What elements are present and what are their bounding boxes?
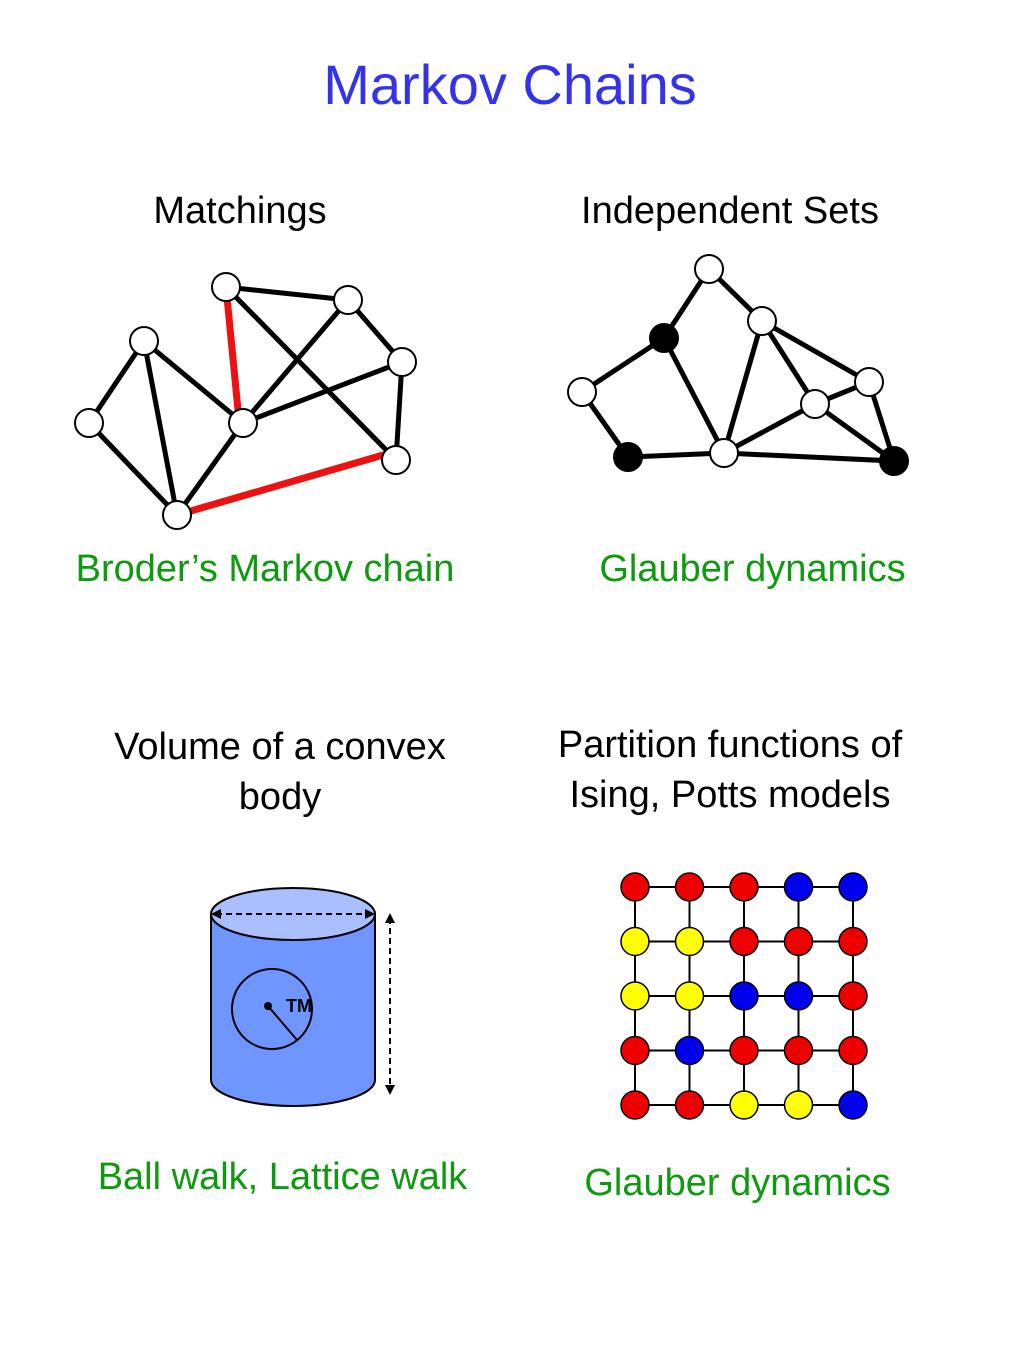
matchings-heading: Matchings bbox=[153, 190, 327, 232]
lattice-spin-yellow bbox=[729, 1090, 759, 1120]
selected-vertex bbox=[649, 323, 679, 353]
volume-method: Ball walk, Lattice walk bbox=[97, 1156, 468, 1198]
graph-vertex bbox=[74, 408, 104, 438]
graph-vertex bbox=[854, 367, 884, 397]
volume-heading: Volume of a convex body bbox=[60, 722, 500, 822]
graph-edge bbox=[759, 318, 872, 385]
graph-edge bbox=[86, 420, 180, 518]
independent-set-graph bbox=[567, 254, 909, 476]
graph-edge bbox=[721, 401, 818, 456]
graph-edge bbox=[721, 450, 897, 464]
lattice-spin-red bbox=[674, 1090, 705, 1120]
graph-edge bbox=[240, 297, 351, 426]
graph-vertex bbox=[747, 306, 777, 336]
independent-sets-method: Glauber dynamics bbox=[599, 548, 906, 590]
graph-vertex bbox=[567, 377, 597, 407]
graph-edge bbox=[579, 335, 667, 395]
graph-vertex bbox=[694, 254, 724, 284]
lattice-spin-yellow bbox=[620, 926, 650, 957]
graph-vertex bbox=[211, 272, 241, 302]
lattice-spin-blue bbox=[783, 981, 814, 1011]
graph-edge bbox=[812, 401, 897, 464]
graph-edge bbox=[393, 359, 405, 463]
partition-heading: Partition functions of Ising, Potts mode… bbox=[510, 720, 950, 820]
ball-center bbox=[264, 1002, 272, 1010]
lattice-spin-red bbox=[620, 1035, 650, 1066]
independent-sets-heading: Independent Sets bbox=[581, 190, 879, 232]
graph-vertex bbox=[381, 445, 411, 475]
volume-heading-line1: Volume of a convex bbox=[114, 726, 446, 768]
lattice-spin-red bbox=[838, 1035, 868, 1066]
graph-edge bbox=[223, 284, 351, 303]
graph-edge bbox=[174, 420, 246, 518]
graph-vertex bbox=[228, 408, 258, 438]
lattice-spin-red bbox=[783, 926, 814, 957]
graph-edge bbox=[759, 318, 818, 407]
lattice-spin-yellow bbox=[620, 981, 650, 1011]
selected-vertex bbox=[613, 442, 643, 472]
partition-heading-line1: Partition functions of bbox=[557, 724, 903, 766]
lattice-spin-blue bbox=[838, 1090, 868, 1120]
lattice-spin-blue bbox=[729, 981, 759, 1011]
lattice-spin-red bbox=[729, 1035, 759, 1066]
graph-edge bbox=[223, 284, 399, 463]
spin-lattice bbox=[620, 872, 868, 1120]
cylinder-body bbox=[210, 913, 376, 1107]
partition-heading-line2: Ising, Potts models bbox=[569, 774, 891, 816]
graph-vertex bbox=[709, 438, 739, 468]
selected-vertex bbox=[879, 446, 909, 476]
graph-edge bbox=[141, 338, 246, 426]
lattice-spin-red bbox=[729, 926, 759, 957]
lattice-spin-red bbox=[620, 872, 650, 902]
ball-walk-ball bbox=[231, 968, 313, 1050]
lattice-spin-red bbox=[838, 926, 868, 957]
graph-edge bbox=[240, 359, 405, 426]
graph-vertex bbox=[129, 326, 159, 356]
graph-vertex bbox=[387, 347, 417, 377]
graph-edge bbox=[141, 338, 180, 518]
lattice-spin-blue bbox=[838, 872, 868, 902]
graph-edge bbox=[721, 318, 765, 456]
graph-vertex bbox=[162, 500, 192, 530]
graph-edge bbox=[661, 335, 727, 456]
lattice-spin-blue bbox=[674, 1035, 705, 1066]
matchings-method: Broder’s Markov chain bbox=[75, 548, 455, 590]
lattice-spin-yellow bbox=[783, 1090, 814, 1120]
ball-label: TM bbox=[286, 996, 312, 1016]
graph-edge bbox=[86, 338, 147, 426]
graph-vertex bbox=[800, 389, 830, 419]
lattice-spin-red bbox=[838, 981, 868, 1011]
lattice-spin-red bbox=[783, 1035, 814, 1066]
ball-radius bbox=[267, 1005, 298, 1041]
graph-vertex bbox=[333, 285, 363, 315]
lattice-spin-yellow bbox=[674, 981, 705, 1011]
convex-body-cylinder bbox=[210, 887, 395, 1107]
slide-title: Markov Chains bbox=[323, 53, 697, 116]
lattice-spin-red bbox=[729, 872, 759, 902]
matching-edge bbox=[173, 449, 394, 519]
lattice-spin-red bbox=[674, 872, 705, 902]
volume-heading-line2: body bbox=[238, 776, 322, 818]
lattice-spin-red bbox=[620, 1090, 650, 1120]
matching-edge bbox=[222, 283, 242, 414]
matching-graph bbox=[74, 272, 417, 530]
lattice-spin-yellow bbox=[674, 926, 705, 957]
graph-edge bbox=[625, 450, 727, 460]
partition-method: Glauber dynamics bbox=[584, 1162, 891, 1204]
lattice-spin-blue bbox=[783, 872, 814, 902]
